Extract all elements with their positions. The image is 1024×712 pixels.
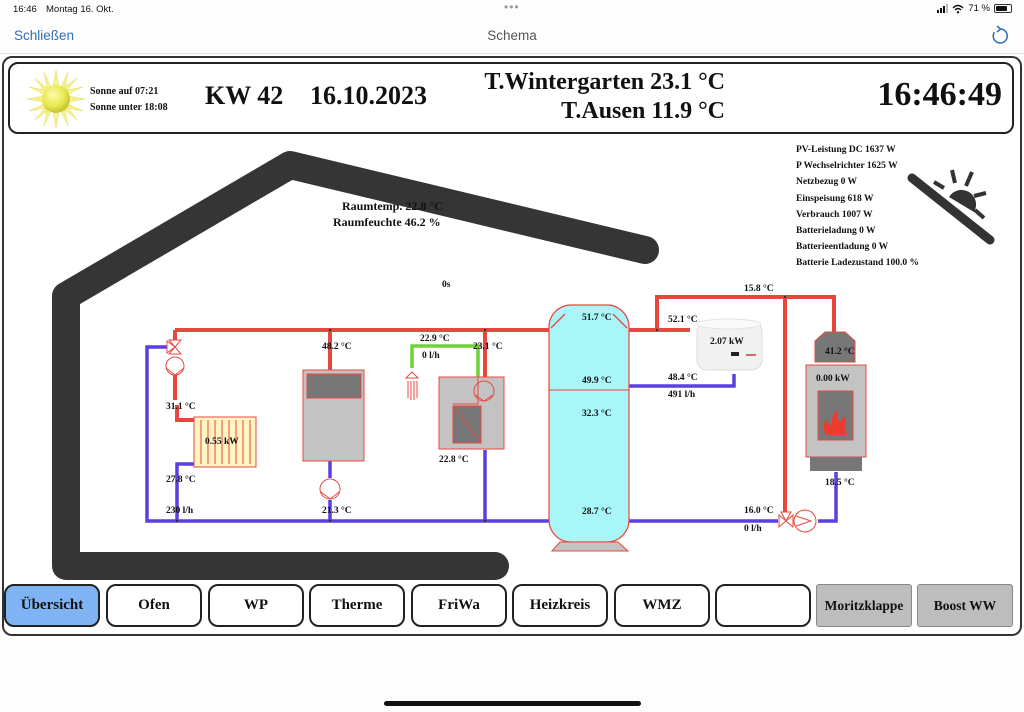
tank-upper-temp: 49.9 °C — [582, 376, 612, 386]
sunset-time: Sonne unter 18:08 — [90, 102, 168, 113]
stove-mix-temp: 16.0 °C — [744, 506, 774, 516]
clock: 16:46:49 — [877, 76, 1002, 113]
tab-wp[interactable]: WP — [208, 584, 304, 627]
hc-return-temp: 27.8 °C — [166, 475, 196, 485]
pv-line: Netzbezug 0 W — [796, 177, 858, 188]
hp-flow-rate: 491 l/h — [668, 390, 696, 400]
status-time: 16:46 — [13, 4, 37, 15]
stove-top-temp: 41.2 °C — [825, 347, 855, 357]
hp-flow-temp: 52.1 °C — [668, 315, 698, 325]
pv-line: Batterie Ladezustand 100.0 % — [796, 258, 919, 269]
room-temp: Raumtemp. 22.8 °C — [342, 199, 443, 213]
outdoor-temps: T.Wintergarten 23.1 °C T.Ausen 11.9 °C — [450, 68, 725, 126]
temp-wintergarten: T.Wintergarten 23.1 °C — [484, 69, 725, 95]
boiler-return-temp: 21.3 °C — [322, 506, 352, 516]
hc-flow-rate: 230 l/h — [166, 506, 194, 516]
tab-bar: Übersicht Ofen WP Therme FriWa Heizkreis… — [4, 584, 1018, 628]
tank-top-temp: 51.7 °C — [582, 313, 612, 323]
hc-power: 0.55 kW — [205, 437, 239, 447]
pv-line: Batterieentladung 0 W — [796, 242, 889, 253]
tank-middle-temp: 32.3 °C — [582, 409, 612, 419]
tab-empty[interactable] — [715, 584, 811, 627]
sun-icon — [26, 69, 86, 129]
tank-bottom-temp: 28.7 °C — [582, 507, 612, 517]
reload-icon[interactable] — [990, 25, 1010, 47]
moritzklappe-button[interactable]: Moritzklappe — [816, 584, 912, 627]
current-date: 16.10.2023 — [310, 81, 427, 110]
room-humidity: Raumfeuchte 46.2 % — [333, 215, 441, 229]
status-bar: 16:46 Montag 16. Okt. ••• 71 % — [0, 0, 1024, 20]
tab-ofen[interactable]: Ofen — [106, 584, 202, 627]
sun-times: Sonne auf 07:21 Sonne unter 18:08 — [90, 84, 168, 116]
fw-flow-rate: 0 l/h — [422, 351, 440, 361]
status-indicators: 71 % — [937, 3, 1012, 14]
sunrise-time: Sonne auf 07:21 — [90, 86, 159, 97]
signal-icon — [937, 4, 949, 13]
fw-hot-temp: 22.9 °C — [420, 334, 450, 344]
home-indicator[interactable] — [384, 701, 641, 706]
battery-icon — [994, 4, 1012, 13]
tab-heizkreis[interactable]: Heizkreis — [512, 584, 608, 627]
temp-aussen: T.Ausen 11.9 °C — [561, 98, 725, 124]
pv-line: Verbrauch 1007 W — [796, 209, 873, 220]
status-date: Montag 16. Okt. — [46, 4, 114, 15]
tab-friwa[interactable]: FriWa — [411, 584, 507, 627]
pv-line: Einspeisung 618 W — [796, 193, 874, 204]
battery-percent: 71 % — [968, 3, 990, 14]
boost-ww-button[interactable]: Boost WW — [917, 584, 1013, 627]
wifi-icon — [952, 4, 964, 13]
navigation-bar: Schließen Schema — [0, 20, 1024, 54]
stove-flow-rate: 0 l/h — [744, 524, 762, 534]
hc-flow-temp: 31.1 °C — [166, 402, 196, 412]
page-title: Schema — [487, 28, 537, 43]
multitask-dots-icon[interactable]: ••• — [504, 0, 520, 14]
timer: 0s — [442, 280, 451, 290]
fw-primary-temp: 23.1 °C — [473, 342, 503, 352]
close-button[interactable]: Schließen — [14, 28, 75, 43]
stove-return-temp: 18.5 °C — [825, 478, 855, 488]
boiler-flow-temp: 48.2 °C — [322, 342, 352, 352]
calendar-week: KW 42 — [205, 81, 284, 110]
pv-line: Batterieladung 0 W — [796, 226, 876, 237]
stove-pipe-temp: 15.8 °C — [744, 284, 774, 294]
hp-power: 2.07 kW — [710, 337, 744, 347]
tab-therme[interactable]: Therme — [309, 584, 405, 627]
pv-line: PV-Leistung DC 1637 W — [796, 145, 896, 155]
tab-wmz[interactable]: WMZ — [614, 584, 710, 627]
fw-return-temp: 22.8 °C — [439, 455, 469, 465]
pv-line: P Wechselrichter 1625 W — [796, 161, 898, 172]
tab-uebersicht[interactable]: Übersicht — [4, 584, 100, 627]
header-panel: Sonne auf 07:21 Sonne unter 18:08 KW 42 … — [8, 62, 1014, 134]
pv-panel: PV-Leistung DC 1637 W P Wechselrichter 1… — [796, 142, 919, 272]
hp-return-temp: 48.4 °C — [668, 373, 698, 383]
stove-power: 0.00 kW — [816, 374, 850, 384]
